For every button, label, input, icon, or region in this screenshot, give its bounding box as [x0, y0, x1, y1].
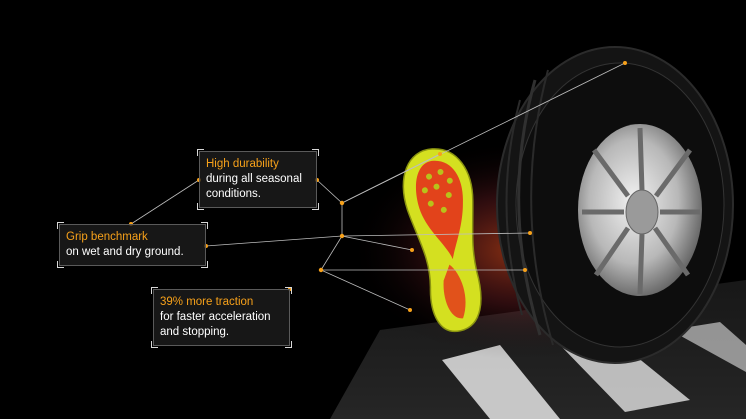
frame-corner: [57, 261, 64, 268]
rim-spokes: [582, 127, 700, 295]
callout-text: on wet and dry ground.: [66, 246, 184, 258]
callout-text: and stopping.: [160, 326, 230, 338]
callout-text: for faster acceleration: [160, 311, 271, 323]
frame-corner: [285, 287, 292, 294]
frame-corner: [312, 203, 319, 210]
callout-headline: 39% more traction: [160, 296, 254, 308]
tire: [496, 46, 734, 364]
frame-corner: [201, 261, 208, 268]
frame-corner: [151, 341, 158, 348]
callout-headline: High durability: [206, 158, 279, 170]
frame-corner: [197, 203, 204, 210]
callout-text: during all seasonal: [206, 173, 302, 185]
callout-traction: 39% more traction for faster acceleratio…: [151, 287, 292, 348]
callout-headline: Grip benchmark: [66, 231, 148, 243]
frame-corner: [151, 287, 158, 294]
frame-corner: [57, 222, 64, 229]
callout-grip: Grip benchmark on wet and dry ground.: [57, 222, 208, 268]
frame-corner: [197, 149, 204, 156]
callout-durability: High durability during all seasonal cond…: [197, 149, 319, 210]
frame-corner: [201, 222, 208, 229]
frame-corner: [312, 149, 319, 156]
frame-corner: [285, 341, 292, 348]
crosswalk-stripe: [442, 345, 560, 419]
crosswalk-stripe: [670, 322, 746, 372]
callout-text: conditions.: [206, 188, 261, 200]
